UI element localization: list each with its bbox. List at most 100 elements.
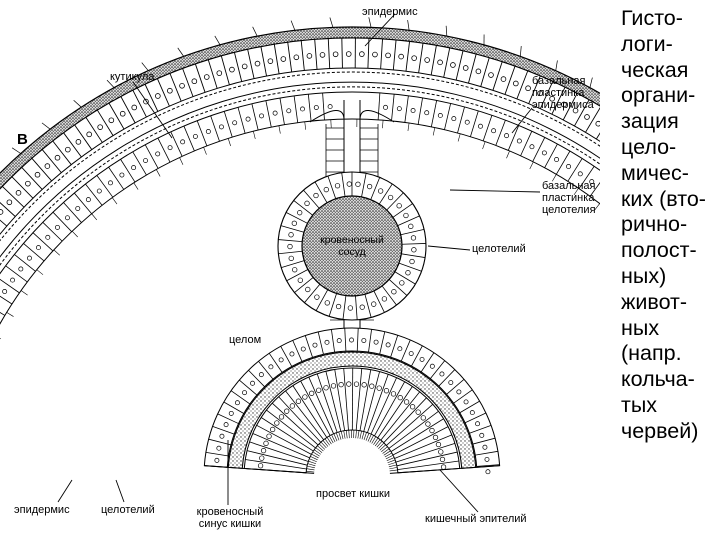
gut-epithelium-nucleus xyxy=(420,415,426,421)
gut-epithelium-cell xyxy=(355,368,363,431)
vessel-cell-nucleus xyxy=(288,232,294,238)
epidermis-nucleus xyxy=(191,78,198,85)
vessel-wall-cell xyxy=(381,285,397,306)
coelothelium-nucleus xyxy=(75,206,81,211)
vessel-cell-nucleus xyxy=(291,220,297,226)
vessel-wall-cell xyxy=(294,277,314,293)
vessel-cell-nucleus xyxy=(377,188,384,194)
epidermis-cell-wall xyxy=(260,46,267,77)
vessel-wall-cell xyxy=(392,203,413,218)
coelom-microvillus xyxy=(482,141,486,150)
epidermis-cell-wall xyxy=(2,186,25,208)
coelothelium-nucleus xyxy=(410,108,416,113)
coelothelium-cell-wall xyxy=(589,181,600,197)
coelothelium-cell-wall xyxy=(507,125,520,151)
epidermis-cell-wall xyxy=(157,78,170,107)
label-coelothelium-bottom: целотелий xyxy=(101,504,155,516)
gut-epithelium-nucleus xyxy=(284,408,290,414)
cilium xyxy=(177,47,184,57)
gut-coelothelium-cell xyxy=(280,346,293,367)
gut-epithelium-cell xyxy=(256,424,312,455)
epidermis-nucleus xyxy=(462,65,469,71)
gut-coelothelium-cell xyxy=(430,360,446,379)
gut-coelothelium-nucleus xyxy=(258,372,264,378)
epidermis-nucleus xyxy=(280,56,287,62)
epidermis-nucleus xyxy=(359,51,365,57)
epidermis-cell-wall xyxy=(207,59,218,89)
gut-epithelium-nucleus xyxy=(338,381,344,388)
gut-microvillus xyxy=(367,434,372,442)
gut-epithelium-nucleus xyxy=(289,403,296,409)
coelothelium-nucleus xyxy=(96,188,102,194)
gut-microvillus xyxy=(374,439,381,447)
coelom-microvillus xyxy=(20,290,28,296)
coelom-microvillus xyxy=(529,161,534,170)
gut-epithelium-nucleus xyxy=(409,404,416,410)
gut-epithelium-nucleus xyxy=(361,382,367,388)
gut-microvillus xyxy=(376,440,383,448)
label-coelothelium-right: целотелий xyxy=(472,243,526,255)
epidermis-cell-wall xyxy=(63,132,82,158)
label-blood-vessel: кровеносный сосуд xyxy=(320,234,384,258)
gut-epithelium-cell xyxy=(271,402,319,446)
coelothelium-nucleus xyxy=(27,255,32,261)
coelom-microvillus xyxy=(71,230,78,238)
gut-microvillus xyxy=(348,430,350,439)
gut-epithelium-nucleus xyxy=(259,455,265,461)
epidermis-nucleus xyxy=(131,104,138,111)
coelothelium-nucleus xyxy=(554,157,560,162)
epidermis-nucleus xyxy=(119,110,126,117)
coelom-microvillus xyxy=(227,138,231,147)
gut-epithelium-cell xyxy=(245,459,307,470)
coelothelium-cell-wall xyxy=(120,159,136,183)
gut-epithelium-nucleus xyxy=(353,381,360,387)
gut-microvillus xyxy=(381,446,388,453)
vessel-cell-nucleus xyxy=(304,200,310,206)
vessel-wall-cell xyxy=(342,295,347,320)
coelothelium-nucleus xyxy=(10,277,15,283)
gut-epithelium-cell xyxy=(266,409,316,449)
coelom-microvillus xyxy=(91,213,98,221)
epidermis-cell-wall xyxy=(327,38,331,69)
coelom-microvillus xyxy=(179,157,184,165)
gut-coelothelium-cell xyxy=(268,353,283,373)
gut-epithelium-nucleus xyxy=(376,385,382,391)
basal-lamina-epidermis xyxy=(0,71,600,242)
vessel-cell-nucleus xyxy=(396,203,402,209)
gut-microvillus xyxy=(306,470,315,473)
coelothelium-nucleus xyxy=(504,133,510,139)
gut-microvillus xyxy=(388,462,397,466)
vessel-cell-nucleus xyxy=(288,255,294,262)
gut-coelothelium-nucleus xyxy=(268,364,274,370)
gut-coelothelium-cell xyxy=(390,335,399,358)
gut-microvillus xyxy=(317,445,324,452)
label-coelom: целом xyxy=(229,334,262,346)
coelom-microvillus xyxy=(278,125,281,134)
vessel-wall-cell xyxy=(364,294,372,318)
epidermis-nucleus xyxy=(584,114,590,120)
gut-microvillus xyxy=(320,441,327,449)
epidermis-nucleus xyxy=(155,93,161,99)
gut-coelothelium-cell xyxy=(411,345,423,367)
epidermis-nucleus xyxy=(267,58,274,64)
coelothelium-cell-wall xyxy=(223,111,233,138)
coelothelium-nucleus xyxy=(65,215,70,221)
epidermis-nucleus xyxy=(561,101,567,108)
gut-coelothelium-nucleus xyxy=(475,421,481,427)
epidermis-nucleus xyxy=(34,171,41,178)
gut-coelothelium-nucleus xyxy=(214,457,220,463)
gut-coelothelium-cell xyxy=(292,340,303,362)
vessel-cell-nucleus xyxy=(359,304,365,310)
vessel-wall-cell xyxy=(355,295,358,320)
coelothelium-cell-wall xyxy=(63,202,82,223)
gut-epithelium-nucleus xyxy=(383,388,390,394)
vessel-wall-cell xyxy=(327,175,337,199)
coelothelium-cell-wall xyxy=(265,100,272,128)
epidermis-nucleus xyxy=(6,199,13,206)
gut-coelothelium-nucleus xyxy=(242,390,247,396)
vessel-wall-cell xyxy=(303,189,320,209)
gut-epithelium-cell xyxy=(285,390,324,440)
gut-epithelium-nucleus xyxy=(263,440,269,446)
leader-basal-epidermis xyxy=(511,107,533,134)
coelothelium-cell-wall xyxy=(14,254,36,272)
